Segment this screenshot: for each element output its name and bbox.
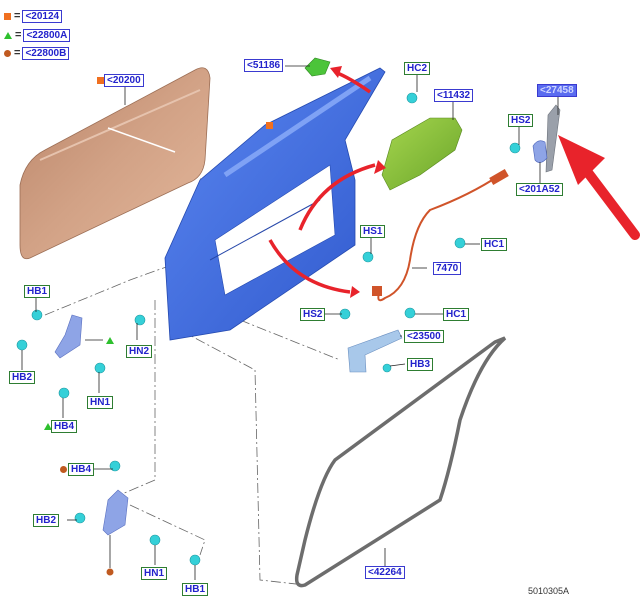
callout-hs1[interactable]: HS1 — [360, 225, 386, 238]
big-red-pointer-arrow — [558, 135, 640, 240]
arrow-to-latch — [268, 239, 351, 294]
legend-row-orange-square: = <20124 — [4, 9, 63, 23]
callout-lower-hn1[interactable]: HN1 — [141, 567, 168, 580]
arrowhead — [350, 286, 360, 298]
legend-equals: = — [15, 29, 22, 41]
callout-lower-hb1[interactable]: HB1 — [182, 583, 209, 596]
callout-lower-hb4[interactable]: HB4 — [68, 463, 95, 476]
callout-hb3[interactable]: HB3 — [407, 358, 434, 371]
orange-square-icon — [4, 12, 11, 20]
latch-cover-part — [381, 117, 463, 191]
arrowhead — [374, 160, 386, 174]
callout-hn2[interactable]: HN2 — [126, 345, 153, 358]
bolt-hb1-lower — [189, 554, 201, 566]
green-triangle-icon — [44, 423, 52, 430]
arrowhead — [330, 66, 342, 78]
bolt-hb4-upper — [58, 387, 70, 399]
callout-hc1-mid[interactable]: HC1 — [443, 308, 470, 321]
door-weatherstrip — [294, 336, 507, 588]
frame-orange-marker — [266, 122, 273, 129]
brown-circle-icon — [60, 466, 67, 473]
legend-equals: = — [14, 47, 21, 59]
callout-lower-hb2[interactable]: HB2 — [33, 514, 60, 527]
drawing-code: 5010305A — [528, 586, 570, 596]
nut-hn1-lower — [149, 534, 161, 546]
nut-hn1-upper — [94, 362, 106, 374]
callout-glass-channel[interactable]: <51186 — [244, 59, 284, 72]
upper-hinge-triangle-marker — [106, 337, 114, 344]
assembly-line — [107, 300, 156, 501]
bolt-hb4-lower — [109, 460, 121, 472]
panel-highlight — [107, 127, 176, 153]
callout-hs2-mid[interactable]: HS2 — [300, 308, 326, 321]
latch-cable — [377, 174, 501, 302]
door-inner-frame — [164, 67, 386, 341]
nut-hn2 — [134, 314, 146, 326]
callout-handle-bracket[interactable]: <201A52 — [516, 183, 563, 196]
glass-channel-part — [304, 57, 331, 77]
callout-latch-cable[interactable]: 7470 — [433, 262, 462, 275]
bolt-hb1-upper — [31, 309, 43, 321]
latch-connector — [372, 286, 382, 296]
legend-equals: = — [14, 10, 21, 22]
clip-hc1-mid — [404, 307, 416, 319]
screw-hs1 — [362, 251, 374, 263]
outer-door-panel — [19, 67, 211, 260]
callout-hc2[interactable]: HC2 — [404, 62, 431, 75]
callout-latch-cover[interactable]: <11432 — [434, 89, 474, 102]
clip-hc2 — [406, 92, 418, 104]
brown-circle-icon — [4, 49, 11, 57]
orange-square-icon — [97, 77, 104, 84]
legend-label[interactable]: <22800B — [22, 46, 70, 60]
cable-connector — [489, 169, 509, 185]
handle-bracket-part — [532, 140, 548, 163]
screw-hs2-top — [509, 142, 521, 154]
legend-row-green-triangle: = <22800A — [4, 28, 71, 42]
callout-weatherstrip[interactable]: <42264 — [365, 566, 405, 579]
callout-upper-hb2[interactable]: HB2 — [9, 371, 36, 384]
legend-row-brown-circle: = <22800B — [4, 46, 70, 60]
legend-label[interactable]: <22800A — [23, 28, 71, 42]
panel-crease — [39, 89, 201, 161]
lower-hinge-dot-marker — [106, 568, 114, 576]
check-strap-part — [347, 329, 403, 373]
assembly-line — [129, 504, 206, 556]
callout-upper-hb4[interactable]: HB4 — [51, 420, 78, 433]
callout-hs2-top[interactable]: HS2 — [508, 114, 534, 127]
bolt-hb2-lower — [74, 512, 86, 524]
assembly-line — [179, 329, 306, 586]
leader-lines — [21, 65, 559, 580]
legend-label[interactable]: <20124 — [22, 9, 63, 23]
callout-upper-hb1[interactable]: HB1 — [24, 285, 51, 298]
callout-check-strap[interactable]: <23500 — [404, 330, 444, 343]
upper-hinge-part — [54, 314, 83, 359]
bolt-hb2-upper — [16, 339, 28, 351]
callout-upper-hn1[interactable]: HN1 — [87, 396, 114, 409]
lower-hinge-part — [102, 489, 129, 536]
assembly-line — [44, 261, 181, 316]
callout-exterior-handle-highlighted[interactable]: <27458 — [537, 84, 577, 97]
arrow-to-latch-cover — [298, 163, 376, 231]
callout-outer-panel[interactable]: <20200 — [104, 74, 144, 87]
bolt-hb3 — [382, 363, 392, 373]
exterior-handle-part — [545, 104, 561, 173]
green-triangle-icon — [4, 31, 12, 39]
callout-hc1-top[interactable]: HC1 — [481, 238, 508, 251]
clip-hc1-top — [454, 237, 466, 249]
